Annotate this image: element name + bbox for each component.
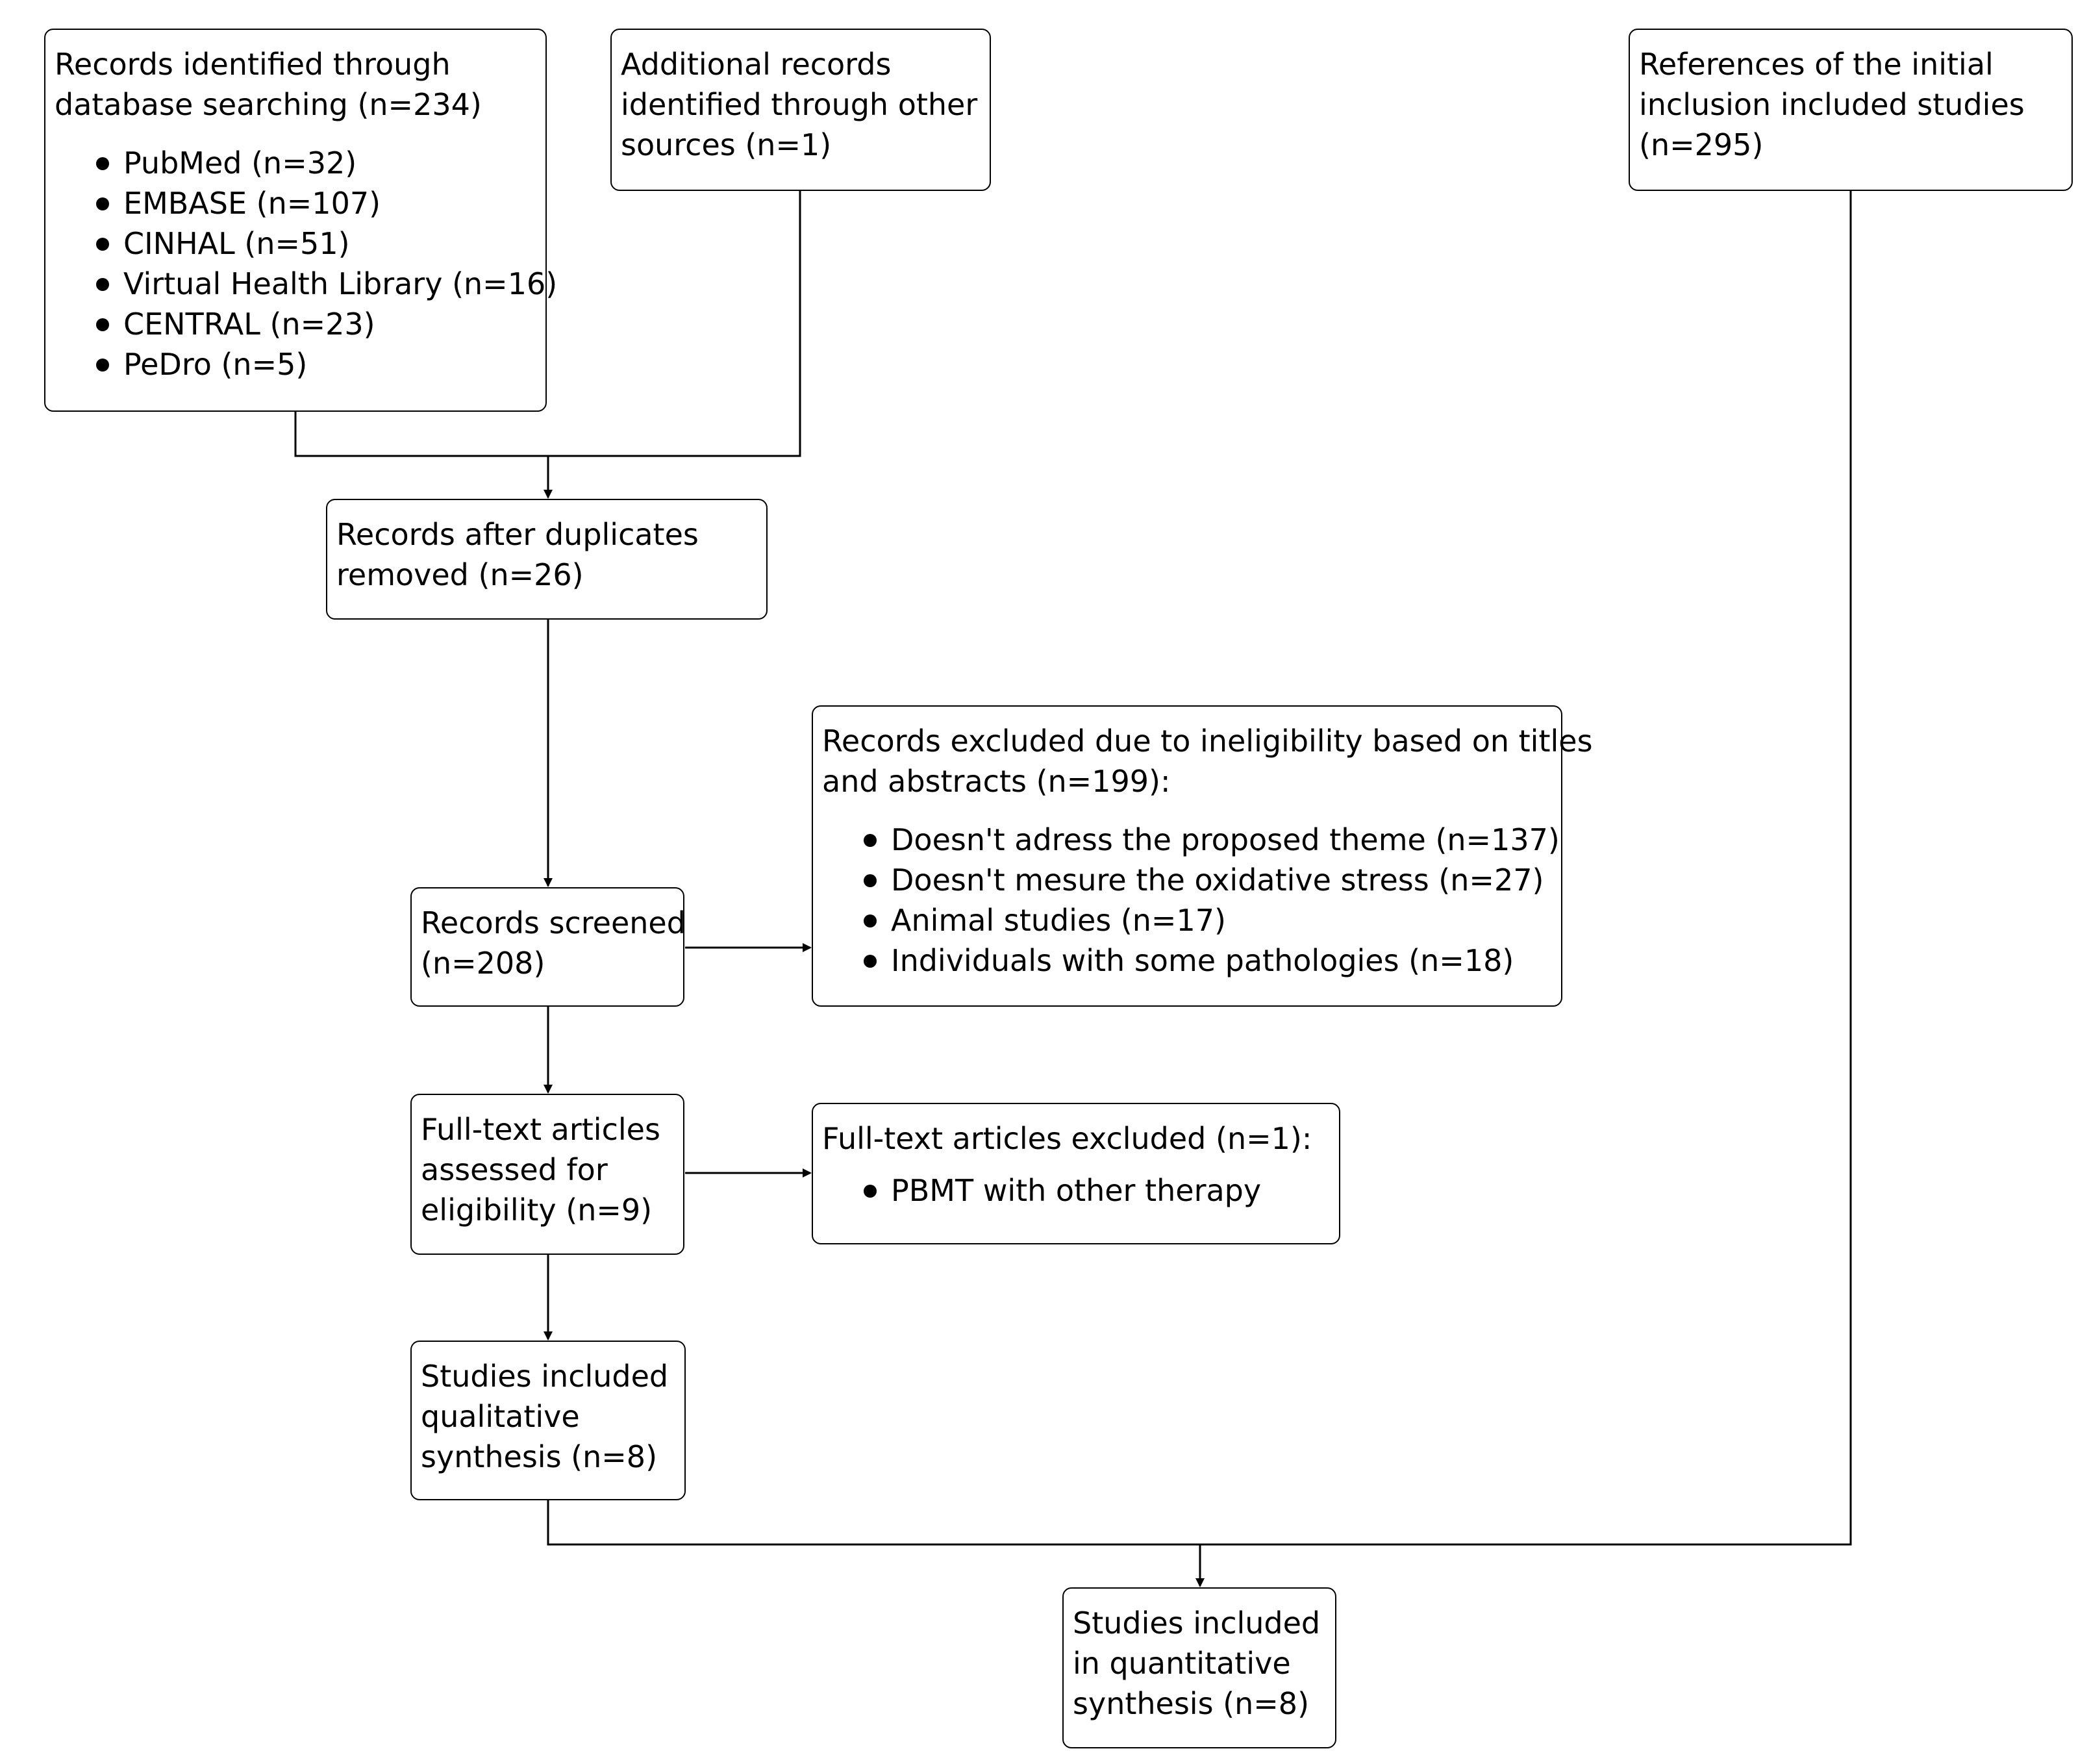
list-item: CINHAL (n=51) (96, 223, 536, 264)
box-text-line: Studies included (421, 1359, 669, 1394)
box-text-line: eligibility (n=9) (421, 1192, 653, 1228)
list-item: PBMT with other therapy (864, 1170, 1330, 1211)
box-text-line: assessed for (421, 1152, 608, 1187)
box-text-line: (n=208) (421, 946, 545, 981)
database-list: PubMed (n=32) EMBASE (n=107) CINHAL (n=5… (96, 143, 557, 384)
box-text-line: Full-text articles excluded (n=1): (822, 1121, 1312, 1156)
box-text-line: Records identified through (55, 47, 451, 82)
box-records-after-duplicates: Records after duplicates removed (n=26) (326, 499, 768, 620)
connector-identified (294, 410, 548, 457)
list-item: Virtual Health Library (n=16) (96, 264, 557, 304)
fulltext-exclusion-list: PBMT with other therapy (864, 1170, 1330, 1211)
connector-additional (548, 190, 801, 457)
box-text-line: database searching (n=234) (55, 87, 482, 122)
box-text-line: sources (n=1) (621, 127, 832, 162)
box-text-line: synthesis (n=8) (1073, 1686, 1310, 1721)
box-additional-records: Additional records identified through ot… (610, 29, 991, 191)
box-text-line: References of the initial (1639, 47, 1994, 82)
box-text-line: Additional records (621, 47, 892, 82)
box-records-screened: Records screened (n=208) (410, 887, 686, 1007)
list-item: Doesn't mesure the oxidative stress (n=2… (864, 860, 1552, 900)
box-fulltext-assessed: Full-text articles assessed for eligibil… (410, 1094, 684, 1255)
exclusion-reasons-list: Doesn't adress the proposed theme (n=137… (864, 820, 1560, 981)
list-item: EMBASE (n=107) (96, 183, 536, 223)
box-text-line: identified through other (621, 87, 978, 122)
box-text-line: Studies included (1073, 1606, 1321, 1641)
box-records-identified: Records identified through database sear… (44, 29, 557, 412)
connector-references (1200, 190, 1852, 1546)
list-item: Doesn't adress the proposed theme (n=137… (864, 820, 1560, 860)
box-text-line: Records screened (421, 905, 686, 940)
list-item: Individuals with some pathologies (n=18) (864, 940, 1552, 981)
box-text-line: inclusion included studies (1639, 87, 2025, 122)
box-text-line: synthesis (n=8) (421, 1439, 658, 1474)
list-item: CENTRAL (n=23) (96, 304, 536, 344)
box-fulltext-excluded: Full-text articles excluded (n=1): PBMT … (812, 1103, 1340, 1244)
box-text-line: (n=295) (1639, 127, 1764, 162)
box-studies-qualitative: Studies included qualitative synthesis (… (410, 1341, 686, 1500)
connector-qualitative (547, 1499, 1200, 1546)
box-text-line: removed (n=26) (336, 557, 584, 592)
box-text-line: Records after duplicates (336, 517, 699, 552)
list-item: PubMed (n=32) (96, 143, 536, 183)
box-text-line: qualitative (421, 1399, 580, 1434)
list-item: Animal studies (n=17) (864, 900, 1552, 940)
box-records-excluded-titles: Records excluded due to ineligibility ba… (812, 705, 1593, 1007)
box-text-line: Records excluded due to ineligibility ba… (822, 724, 1593, 759)
box-text-line: in quantitative (1073, 1646, 1291, 1681)
box-text-line: and abstracts (n=199): (822, 764, 1171, 799)
box-studies-quantitative: Studies included in quantitative synthes… (1062, 1587, 1336, 1748)
box-references: References of the initial inclusion incl… (1629, 29, 2073, 191)
list-item: PeDro (n=5) (96, 344, 536, 384)
box-text-line: Full-text articles (421, 1112, 660, 1147)
